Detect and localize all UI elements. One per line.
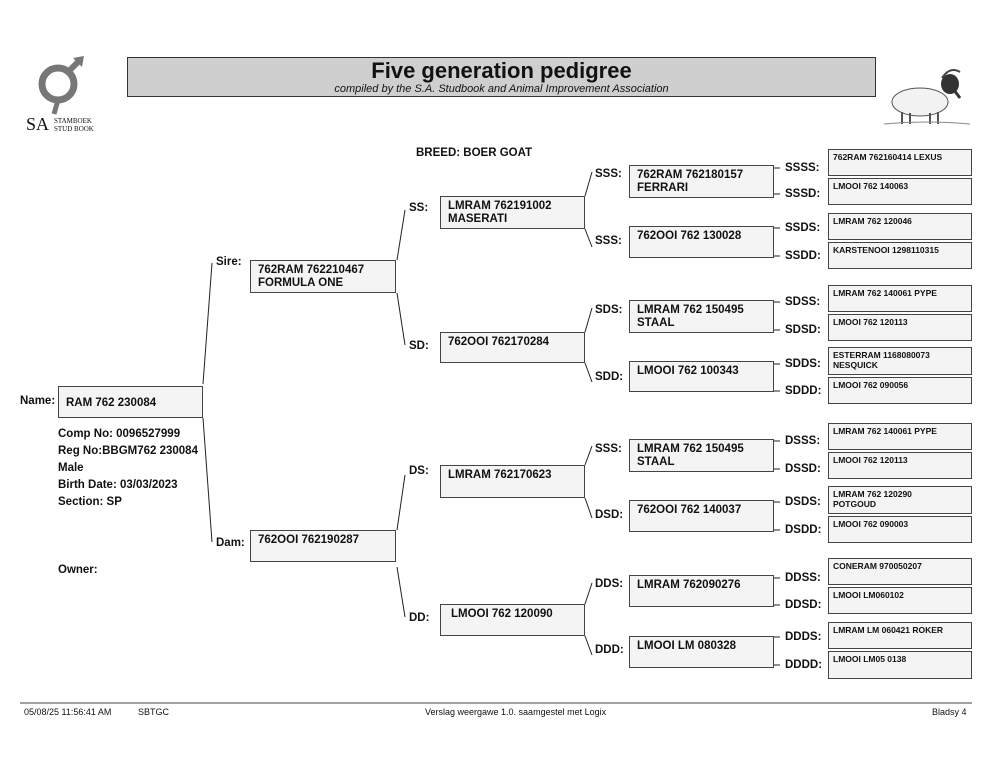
ds-label: DS: xyxy=(409,465,429,477)
sd-box: 762OOI 762170284 xyxy=(440,332,585,363)
boer-goat-illustration xyxy=(880,62,972,128)
sss-box: 762RAM 762180157 FERRARI xyxy=(629,165,774,198)
footer-version: Verslag weergawe 1.0. saamgestel met Log… xyxy=(425,707,607,717)
ddd-label: DDD: xyxy=(595,644,624,656)
sds-label: SDS: xyxy=(595,304,623,316)
report-title-bar: Five generation pedigree compiled by the… xyxy=(127,57,876,97)
ss-box: LMRAM 762191002 MASERATI xyxy=(440,196,585,229)
sdss-label: SDSS: xyxy=(785,296,821,308)
animal-name-box: RAM 762 230084 xyxy=(58,386,203,418)
goat-icon xyxy=(883,69,971,125)
sss-label: SSS: xyxy=(595,168,622,180)
footer-datetime: 05/08/25 11:56:41 AM xyxy=(24,707,112,717)
footer-page-number: Bladsy 4 xyxy=(932,707,967,717)
dsds-box: LMRAM 762 120290 POTGOUD xyxy=(828,486,972,514)
birth-date: Birth Date: 03/03/2023 xyxy=(58,479,178,491)
ddd-box: LMOOI LM 080328 xyxy=(629,636,774,668)
ddss-label: DDSS: xyxy=(785,572,821,584)
ddsd-label: DDSD: xyxy=(785,599,822,611)
dsds-label: DSDS: xyxy=(785,496,821,508)
ddds-box: LMRAM LM 060421 ROKER xyxy=(828,622,972,649)
ssd-label: SSS: xyxy=(595,235,622,247)
dds-label: DDS: xyxy=(595,578,624,590)
ssss-label: SSSS: xyxy=(785,162,820,174)
dd-box: LMOOI 762 120090 xyxy=(440,604,585,636)
sddd-box: LMOOI 762 090056 xyxy=(828,377,972,404)
ssdd-box: KARSTENOOI 1298110315 xyxy=(828,242,972,269)
dd-label: DD: xyxy=(409,612,430,624)
sex: Male xyxy=(58,462,84,474)
sdd-box: LMOOI 762 100343 xyxy=(629,361,774,392)
dss-label: SSS: xyxy=(595,443,622,455)
dsss-box: LMRAM 762 140061 PYPE xyxy=(828,423,972,450)
sdsd-box: LMOOI 762 120113 xyxy=(828,314,972,341)
reg-no: Reg No:BBGM762 230084 xyxy=(58,445,198,457)
logo-text-studbook: STUD BOOK xyxy=(54,125,94,133)
section: Section: SP xyxy=(58,496,122,508)
dsss-label: DSSS: xyxy=(785,435,821,447)
sssd-label: SSSD: xyxy=(785,188,821,200)
page-subtitle: compiled by the S.A. Studbook and Animal… xyxy=(334,83,669,95)
logo-text-sa: SA xyxy=(26,114,50,134)
owner-label: Owner: xyxy=(58,564,98,576)
comp-no: Comp No: 0096527999 xyxy=(58,428,181,440)
studbook-symbol-icon xyxy=(38,56,84,115)
ssds-box: LMRAM 762 120046 xyxy=(828,213,972,240)
ddds-label: DDDS: xyxy=(785,631,822,643)
sddd-label: SDDD: xyxy=(785,385,822,397)
sdds-box: ESTERRAM 1168080073 NESQUICK xyxy=(828,347,972,375)
ddsd-box: LMOOI LM060102 xyxy=(828,587,972,614)
sdsd-label: SDSD: xyxy=(785,324,821,336)
ssds-label: SSDS: xyxy=(785,222,821,234)
dam-box: 762OOI 762190287 xyxy=(250,530,396,562)
sds-box: LMRAM 762 150495 STAAL xyxy=(629,300,774,333)
dsd-label: DSD: xyxy=(595,509,624,521)
ds-box: LMRAM 762170623 xyxy=(440,465,585,498)
dsd-box: 762OOI 762 140037 xyxy=(629,500,774,532)
dssd-box: LMOOI 762 120113 xyxy=(828,452,972,479)
ssd-box: 762OOI 762 130028 xyxy=(629,226,774,258)
sire-label: Sire: xyxy=(216,256,242,268)
name-label: Name: xyxy=(20,395,56,407)
sire-box: 762RAM 762210467 FORMULA ONE xyxy=(250,260,396,293)
sssd-box: LMOOI 762 140063 xyxy=(828,178,972,205)
dsdd-box: LMOOI 762 090003 xyxy=(828,516,972,543)
dss-box: LMRAM 762 150495 STAAL xyxy=(629,439,774,472)
sd-label: SD: xyxy=(409,340,429,352)
dam-label: Dam: xyxy=(216,537,245,549)
page-title: Five generation pedigree xyxy=(371,58,632,83)
logo-text-stamboek: STAMBOEK xyxy=(54,117,92,125)
dddd-box: LMOOI LM05 0138 xyxy=(828,651,972,679)
ss-label: SS: xyxy=(409,202,429,214)
sdds-label: SDDS: xyxy=(785,358,821,370)
dssd-label: DSSD: xyxy=(785,463,821,475)
dsdd-label: DSDD: xyxy=(785,524,822,536)
ssdd-label: SSDD: xyxy=(785,250,821,262)
footer-code: SBTGC xyxy=(138,707,170,717)
dddd-label: DDDD: xyxy=(785,659,823,671)
ssss-box: 762RAM 762160414 LEXUS xyxy=(828,149,972,176)
sdd-label: SDD: xyxy=(595,371,624,383)
sdss-box: LMRAM 762 140061 PYPE xyxy=(828,285,972,312)
studbook-logo: SA STAMBOEK STUD BOOK xyxy=(24,56,114,136)
ddss-box: CONERAM 970050207 xyxy=(828,558,972,585)
breed-label: BREED: BOER GOAT xyxy=(416,147,533,159)
dds-box: LMRAM 762090276 xyxy=(629,575,774,607)
